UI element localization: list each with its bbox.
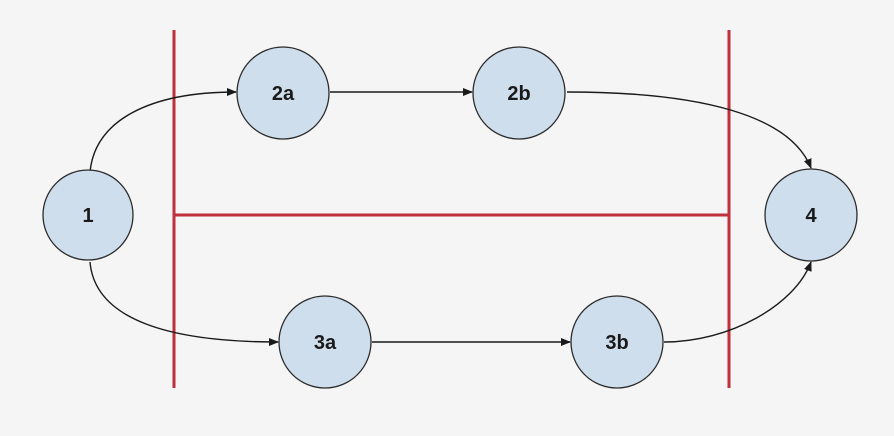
edge-2b-to-4 <box>566 91 812 169</box>
node-1: 1 <box>42 169 134 261</box>
node-2b: 2b <box>472 46 566 140</box>
node-circle <box>472 46 566 140</box>
node-label: 3a <box>314 332 337 354</box>
node-circle <box>764 168 858 262</box>
node-label: 3b <box>605 332 628 354</box>
node-circle <box>570 295 664 389</box>
edge-1-to-2a <box>89 88 237 173</box>
edge-3b-to-4 <box>663 261 812 343</box>
node-4: 4 <box>764 168 858 262</box>
node-label: 4 <box>805 205 817 227</box>
node-circle <box>236 46 330 140</box>
node-3b: 3b <box>570 295 664 389</box>
node-label: 2b <box>507 83 530 105</box>
node-label: 2a <box>272 83 295 105</box>
edge-1-to-3a <box>89 261 279 346</box>
node-label: 1 <box>82 205 93 227</box>
node-circle <box>278 295 372 389</box>
node-3a: 3a <box>278 295 372 389</box>
node-circle <box>42 169 134 261</box>
node-2a: 2a <box>236 46 330 140</box>
